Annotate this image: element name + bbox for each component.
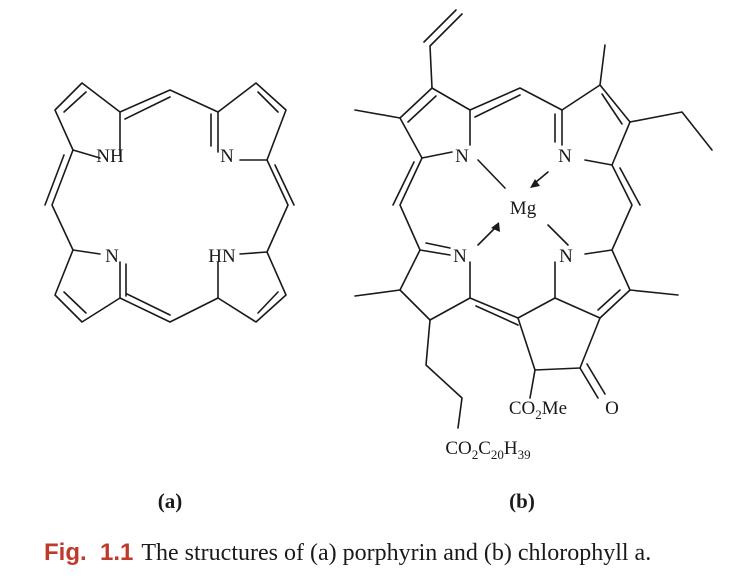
phytyl-h: H bbox=[504, 438, 518, 459]
chlorophyll-bonds bbox=[354, 9, 713, 429]
ester-co: CO bbox=[509, 398, 535, 419]
figure-caption: Fig. 1.1 The structures of (a) porphyrin … bbox=[44, 539, 651, 566]
ester-me: Me bbox=[542, 398, 567, 419]
atom-mg: Mg bbox=[510, 198, 537, 219]
atom-n-bottom-left: N bbox=[453, 246, 467, 267]
porphyrin-structure: NH N N HN bbox=[44, 82, 295, 323]
atom-nh: NH bbox=[96, 146, 124, 167]
panel-label-a: (a) bbox=[158, 489, 183, 513]
phytyl-co: CO bbox=[445, 438, 471, 459]
phytyl-sub20: 20 bbox=[491, 447, 504, 462]
atom-n-left: N bbox=[105, 246, 119, 267]
methyl-ester-label: CO2Me bbox=[509, 398, 567, 422]
caption-tag: Fig. 1.1 bbox=[44, 539, 133, 566]
atom-n-top-left: N bbox=[455, 146, 469, 167]
phytyl-ester-label: CO2C20H39 bbox=[445, 438, 530, 462]
atom-n-top-right: N bbox=[558, 146, 572, 167]
phytyl-sub2: 2 bbox=[472, 447, 479, 462]
phytyl-sub39: 39 bbox=[518, 447, 531, 462]
chlorophyll-structure: N N N N Mg O CO2Me CO2C20H39 bbox=[354, 9, 713, 462]
atom-hn: HN bbox=[208, 246, 236, 267]
atom-n-bottom-right: N bbox=[559, 246, 573, 267]
panel-label-b: (b) bbox=[509, 489, 535, 513]
phytyl-c: C bbox=[478, 438, 491, 459]
atom-o-ketone: O bbox=[605, 398, 619, 419]
atom-n-right: N bbox=[220, 146, 234, 167]
ester-sub2: 2 bbox=[535, 407, 542, 422]
caption-text: The structures of (a) porphyrin and (b) … bbox=[141, 540, 651, 566]
porphyrin-bonds bbox=[44, 82, 295, 323]
